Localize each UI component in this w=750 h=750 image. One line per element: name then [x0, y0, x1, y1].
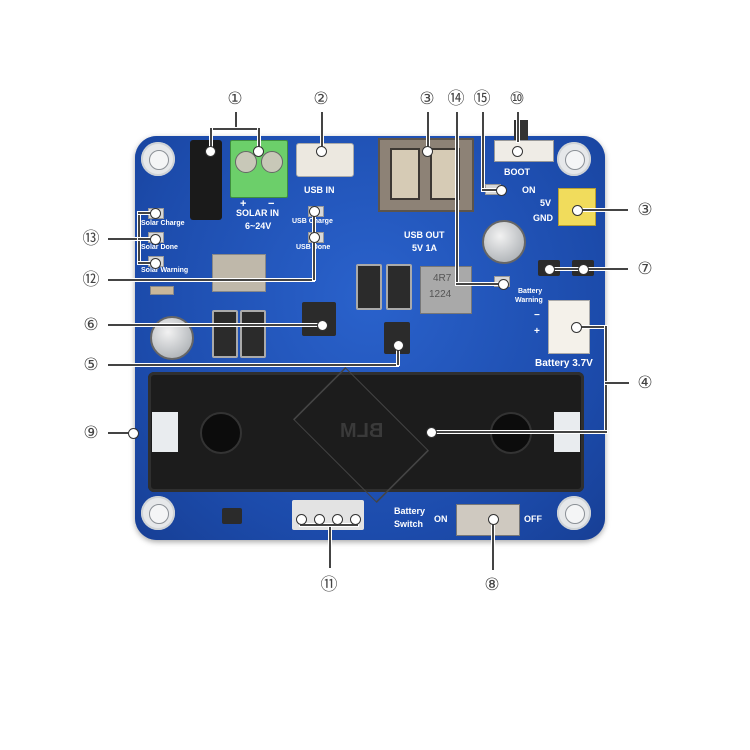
callout-dot — [317, 320, 328, 331]
callout-5: ⑤ — [83, 355, 99, 375]
callout-dot — [498, 279, 509, 290]
usb-in-label: USB IN — [304, 185, 335, 195]
resistor — [150, 286, 174, 295]
callout-dot — [544, 264, 555, 275]
usb-out-label: USB OUT — [404, 230, 445, 240]
callout-12: ⑫ — [82, 270, 100, 290]
battery-switch[interactable] — [456, 504, 520, 536]
callout-dot — [512, 146, 523, 157]
callout-dot — [316, 146, 327, 157]
holder-hole-left — [200, 412, 242, 454]
boot-label: BOOT — [504, 167, 530, 177]
callout-dot — [332, 514, 343, 525]
usb-out-rating: 5V 1A — [412, 243, 438, 253]
switch-on-label: ON — [434, 514, 448, 524]
diode-left-1 — [212, 310, 238, 358]
solar-minus-label: − — [268, 198, 275, 210]
callout-dot — [488, 514, 499, 525]
battery-plus-label: + — [534, 326, 540, 337]
mounting-hole-top-right — [557, 142, 591, 176]
battery-switch-label-2: Switch — [394, 519, 424, 529]
holder-hole-right — [490, 412, 532, 454]
boot-button[interactable] — [494, 140, 554, 162]
callout-4: ④ — [637, 373, 653, 393]
battery-connector-label: Battery 3.7V — [535, 358, 593, 369]
callout-dot — [253, 146, 264, 157]
callout-dot — [422, 146, 433, 157]
callout-dot — [350, 514, 361, 525]
callout-7: ⑦ — [637, 259, 653, 279]
callout-dot — [393, 340, 404, 351]
callout-dot — [496, 185, 507, 196]
mounting-hole-top-left — [141, 142, 175, 176]
callout-dot — [309, 206, 320, 217]
electrolytic-capacitor-right — [482, 220, 526, 264]
solar-done-label: Solar Done — [141, 244, 178, 251]
solar-plus-label: + — [240, 198, 247, 210]
callout-3-top: ③ — [419, 89, 435, 109]
schottky-diode-2 — [386, 264, 412, 310]
solar-voltage-label: 6~24V — [245, 221, 272, 231]
schottky-diode-1 — [356, 264, 382, 310]
callout-dot — [128, 428, 139, 439]
callout-15: ⑮ — [473, 89, 491, 109]
callout-2: ② — [313, 89, 329, 109]
callout-dot — [150, 258, 161, 269]
solar-warning-label: Solar Warning — [141, 267, 189, 274]
mounting-hole-bottom-left — [141, 496, 175, 530]
mounting-hole-bottom-right — [557, 496, 591, 530]
battery-contact-negative — [152, 412, 178, 452]
callout-1: ① — [227, 89, 243, 109]
callout-8: ⑧ — [484, 575, 500, 595]
callout-dot — [426, 427, 437, 438]
battery-warning-label-1: Battery — [518, 288, 543, 295]
callout-10: ⑩ — [509, 89, 525, 109]
callout-dot — [578, 264, 589, 275]
callout-dot — [150, 234, 161, 245]
header-5v-label: 5V — [540, 198, 552, 208]
solar-charge-label: Solar Charge — [141, 220, 185, 227]
callout-dot — [314, 514, 325, 525]
diode-left-2 — [240, 310, 266, 358]
switch-off-label: OFF — [524, 514, 542, 524]
callout-dot — [150, 208, 161, 219]
callout-3-right: ③ — [637, 200, 653, 220]
electrolytic-capacitor-left — [150, 316, 194, 360]
battery-minus-label: − — [534, 310, 540, 321]
callout-13: ⑬ — [82, 229, 100, 249]
header-gnd-label: GND — [533, 213, 553, 223]
callout-dot — [309, 232, 320, 243]
callout-6: ⑥ — [83, 315, 99, 335]
callout-dot — [205, 146, 216, 157]
callout-11: ⑪ — [320, 575, 338, 595]
holder-logo-text: BLM — [340, 420, 384, 442]
callout-dot — [296, 514, 307, 525]
battery-warning-label-2: Warning — [515, 297, 543, 304]
callout-dot — [572, 205, 583, 216]
power-inductor: 4R7 1224 — [420, 266, 472, 314]
usb-charge-label: USB Charge — [292, 218, 333, 225]
callout-14: ⑭ — [447, 89, 465, 109]
inductor-left — [212, 254, 266, 292]
solar-in-label: SOLAR IN — [236, 208, 280, 218]
callout-9: ⑨ — [83, 423, 99, 443]
on-led-label: ON — [522, 185, 536, 195]
small-ic-bottom — [222, 508, 242, 524]
battery-switch-label-1: Battery — [394, 506, 426, 516]
charge-controller-ic — [302, 302, 336, 336]
callout-dot — [571, 322, 582, 333]
